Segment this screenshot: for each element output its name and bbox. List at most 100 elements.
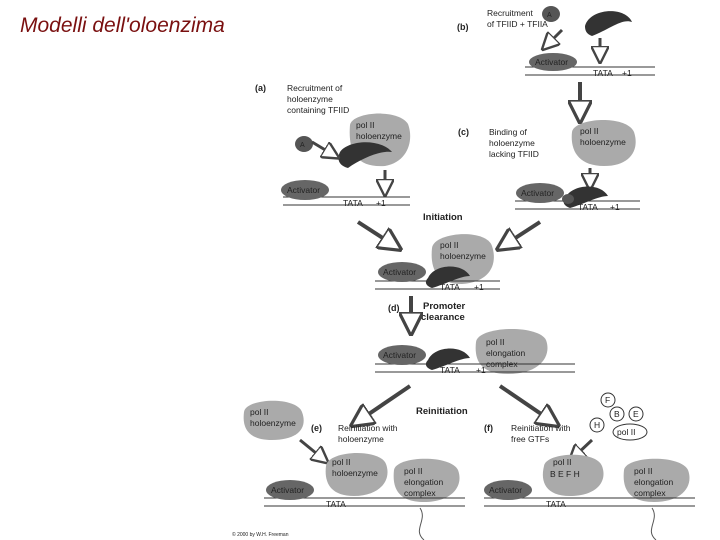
elongation-e-label-1: pol II <box>404 466 422 476</box>
elongation-e-label-3: complex <box>404 488 436 498</box>
promoter-clearance-label-1: Promoter <box>423 301 466 312</box>
credit-text: © 2000 by W.H. Freeman <box>232 531 289 538</box>
elongation-e-label-2: elongation <box>404 477 444 487</box>
plus1-c: +1 <box>610 202 620 212</box>
activator-a-shape-bound <box>281 180 329 200</box>
panel-f: F B E H pol II (f) Reinitiation with fre… <box>484 392 695 540</box>
slide-title: Modelli dell'oloenzima <box>20 14 225 37</box>
holoenzyme-e-label-1: pol II <box>332 457 350 467</box>
factor-f-shape <box>600 392 616 408</box>
elongation-f-label-2: elongation <box>634 477 674 487</box>
panel-f-letter: (f) <box>484 423 493 433</box>
activator-b-shape <box>529 53 577 71</box>
holoenzyme-center-label-1: pol II <box>440 240 458 250</box>
arrow-to-e <box>360 384 412 420</box>
panel-e-caption-2: holoenzyme <box>338 434 384 444</box>
panel-a-caption-2: holoenzyme <box>287 94 333 104</box>
plus1-a: +1 <box>376 198 386 208</box>
a-c-shape <box>562 194 574 204</box>
factor-h-label: H <box>594 420 600 430</box>
holoenzyme-c-shape <box>571 119 636 166</box>
tata-c: TATA <box>578 202 598 212</box>
tfiid-center-shape <box>425 266 470 288</box>
panel-a-caption-1: Recruitment of <box>287 83 343 93</box>
activator-a-shape <box>542 6 560 22</box>
tfiid-a-shape <box>338 142 392 168</box>
activator-a-bound-label: Activator <box>287 185 320 195</box>
arrow-b-1 <box>548 28 564 44</box>
panel-c-letter: (c) <box>458 127 469 137</box>
activator-c-shape <box>516 183 564 203</box>
holoenzyme-c-label-1: pol II <box>580 126 598 136</box>
panel-b: (b) Recruitment of TFIID + TFIIA A Activ… <box>457 6 655 78</box>
complex-f-label-1: pol II <box>553 457 571 467</box>
activator-e-shape <box>266 480 314 500</box>
panel-c: (c) Binding of holoenzyme lacking TFIID … <box>458 119 640 212</box>
panel-e-letter: (e) <box>311 423 322 433</box>
elongation-e-shape <box>393 458 460 502</box>
activator-f-label: Activator <box>489 485 522 495</box>
panel-e-caption-1: Reinitiation with <box>338 423 398 433</box>
activator-a-free <box>295 136 313 152</box>
holoenzyme-center-label-2: holoenzyme <box>440 251 486 261</box>
factor-e-label: E <box>633 409 639 419</box>
activator-c-label: Activator <box>521 188 554 198</box>
activator-d-label: Activator <box>383 350 416 360</box>
elongation-center-label-1: pol II <box>486 337 504 347</box>
reinitiation-label: Reinitiation <box>416 406 468 417</box>
complex-f-gtfs: B E F H <box>550 469 580 479</box>
holoenzyme-e-free-label-1: pol II <box>250 407 268 417</box>
factor-f-label: F <box>605 395 610 405</box>
tata-d: TATA <box>440 365 460 375</box>
panel-b-letter: (b) <box>457 22 469 32</box>
panel-a: (a) Recruitment of holoenzyme containing… <box>255 83 411 208</box>
activator-a-label: A <box>547 12 552 19</box>
elongation-center-shape <box>475 328 548 374</box>
plus1-b: +1 <box>622 68 632 78</box>
holoenzyme-e-shape <box>325 452 388 496</box>
initiation-label: Initiation <box>423 212 463 223</box>
holoenzyme-e-free-shape <box>243 400 304 440</box>
holoenzyme-a-label-2: holoenzyme <box>356 131 402 141</box>
panel-b-caption-2: of TFIID + TFIIA <box>487 19 548 29</box>
tata-b: TATA <box>593 68 613 78</box>
tfiid-d-shape <box>425 348 470 370</box>
panel-e: pol II holoenzyme (e) Reinitiation with … <box>243 400 465 540</box>
activator-center-label: Activator <box>383 267 416 277</box>
factor-e-shape <box>628 406 644 422</box>
panel-d-letter: (d) <box>388 303 400 313</box>
center-complex: pol II holoenzyme Activator TATA +1 <box>375 234 500 292</box>
arrow-a-1 <box>311 140 332 154</box>
activator-center-shape <box>378 262 426 282</box>
tfiid-shape <box>585 11 632 36</box>
rna-e <box>418 507 425 540</box>
activator-b-label: Activator <box>535 57 568 67</box>
arrow-e-1 <box>299 438 322 458</box>
panel-c-caption-2: holoenzyme <box>489 138 535 148</box>
plus1-d: +1 <box>476 365 486 375</box>
elongation-center-label-2: elongation <box>486 348 526 358</box>
arrow-c-to-center <box>506 220 542 244</box>
panel-c-caption-1: Binding of <box>489 127 527 137</box>
activator-f-shape <box>484 480 532 500</box>
tata-a: TATA <box>343 198 363 208</box>
tata-center: TATA <box>440 282 460 292</box>
rna-f <box>650 507 657 540</box>
tfiid-c-shape <box>563 186 608 208</box>
elongation-f-label-1: pol II <box>634 466 652 476</box>
holoenzyme-a-label-1: pol II <box>356 120 374 130</box>
panel-a-caption-3: containing TFIID <box>287 105 349 115</box>
arrow-a-to-center <box>356 220 392 244</box>
elongation-f-shape <box>623 458 690 502</box>
elongation-f-label-3: complex <box>634 488 666 498</box>
panel-a-letter: (a) <box>255 83 266 93</box>
activator-d-shape <box>378 345 426 365</box>
elongation-complex: pol II elongation complex Activator TATA… <box>375 328 575 375</box>
holoenzyme-e-free-label-2: holoenzyme <box>250 418 296 428</box>
plus1-center: +1 <box>474 282 484 292</box>
factor-b-label: B <box>614 409 620 419</box>
holoenzyme-e-label-2: holoenzyme <box>332 468 378 478</box>
tata-f: TATA <box>546 499 566 509</box>
panel-c-caption-3: lacking TFIID <box>489 149 539 159</box>
